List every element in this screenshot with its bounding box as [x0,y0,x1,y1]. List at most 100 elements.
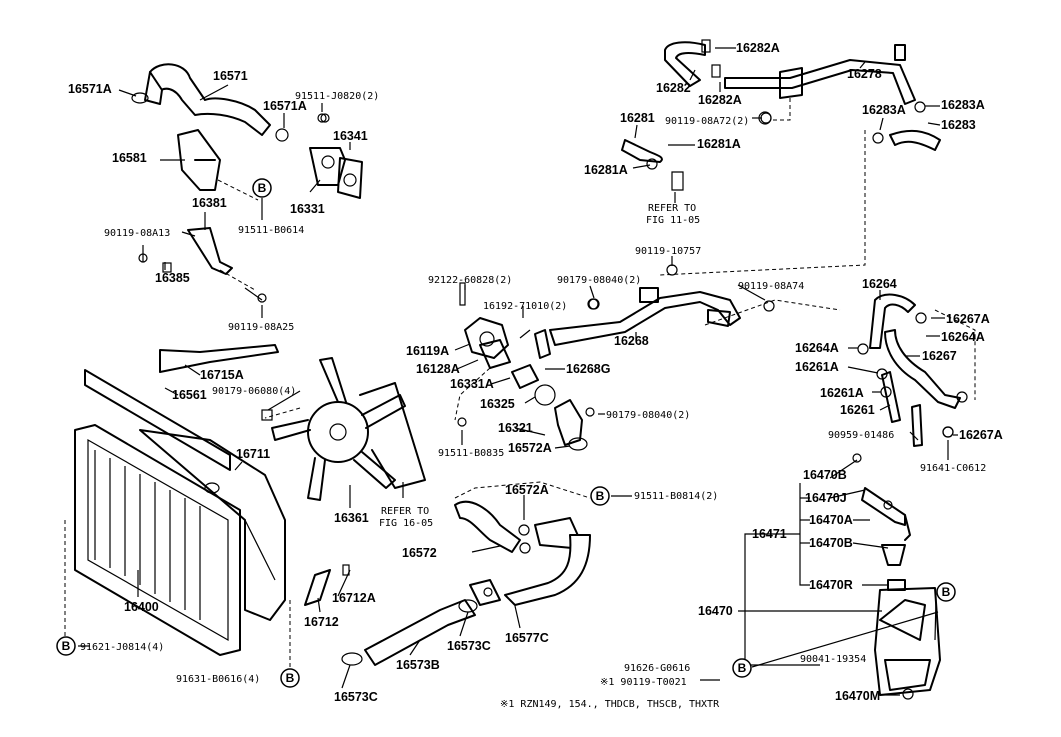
label-16572: 16572 [402,546,437,560]
label-90119-10757: 90119-10757 [635,246,701,257]
label-16267A-b: 16267A [959,428,1003,442]
label-16119A: 16119A [406,344,449,358]
ref-marker-b-2: B [590,486,610,506]
label-90041-19354: 90041-19354 [800,654,866,665]
label-16572A: 16572A [508,441,552,455]
label-16341: 16341 [333,129,368,143]
fan-16361 [261,357,426,501]
label-16712: 16712 [304,615,339,629]
label-90959-01486: 90959-01486 [828,430,894,441]
label-16470A: 16470A [809,513,853,527]
label-16385: 16385 [155,271,190,285]
label-16470M: 16470M [835,689,880,703]
label-16283: 16283 [941,118,976,132]
part-labels: 16571A 16571 91511-J0820(2) 16571A 16341… [68,41,1003,710]
hose-16264-group [857,293,976,447]
label-16581: 16581 [112,151,147,165]
svg-text:B: B [62,639,71,653]
label-refer-to-b: REFER TO [381,506,429,517]
label-16267: 16267 [922,349,957,363]
bracket-16381 [138,179,267,303]
label-fig-16-05: FIG 16-05 [379,518,433,529]
label-16331: 16331 [290,202,325,216]
label-91511-B0614: 91511-B0614 [238,225,304,236]
svg-text:B: B [738,661,747,675]
svg-text:B: B [596,489,605,503]
label-16281: 16281 [620,111,655,125]
label-16321: 16321 [498,421,533,435]
label-90119-08A13: 90119-08A13 [104,228,170,239]
ref-marker-b-6: B [732,658,752,678]
svg-text:B: B [942,585,951,599]
label-90119-08A25: 90119-08A25 [228,322,294,333]
label-16573B: 16573B [396,658,440,672]
label-16128A: 16128A [416,362,460,376]
svg-text:B: B [286,671,295,685]
label-refer-to-a: REFER TO [648,203,696,214]
label-91641-C0612: 91641-C0612 [920,463,986,474]
label-16577C: 16577C [505,631,549,645]
footnote: ※1 RZN149, 154., THDCB, THSCB, THXTR [500,699,720,710]
label-91631-B0616: 91631-B0616(4) [176,674,260,685]
label-90179-08040-a: 90179-08040(2) [557,275,641,286]
label-16470B-b: 16470B [809,536,853,550]
label-16281A-b: 16281A [584,163,628,177]
label-16268G: 16268G [566,362,610,376]
label-16470B: 16470B [803,468,847,482]
hose-16571-assembly [131,63,363,199]
label-92122-60828: 92122-60828(2) [428,275,512,286]
ref-marker-b-1: B [252,178,272,198]
label-16325: 16325 [480,397,515,411]
leader-lines [78,47,958,696]
label-16264A: 16264A [941,330,985,344]
label-16712A: 16712A [332,591,376,605]
label-16264: 16264 [862,277,897,291]
label-16261: 16261 [840,403,875,417]
label-16400: 16400 [124,600,159,614]
label-16283A-b: 16283A [941,98,985,112]
label-fig-11-05: FIG 11-05 [646,215,700,226]
label-16361: 16361 [334,511,369,525]
label-16471: 16471 [752,527,787,541]
outlet-and-pipe-16268 [454,282,841,451]
label-16264A-b: 16264A [795,341,839,355]
bracket-16581 [177,129,221,191]
reservoir-16470 [852,453,941,700]
label-16282A: 16282A [736,41,780,55]
label-16283A: 16283A [862,103,906,117]
label-91511-J0820: 91511-J0820(2) [295,91,379,102]
label-16381: 16381 [192,196,227,210]
lower-hoses [341,481,591,666]
label-16268: 16268 [614,334,649,348]
label-16282: 16282 [656,81,691,95]
ref-marker-b-4: B [56,636,76,656]
label-90179-06080: 90179-06080(4) [212,386,296,397]
label-16470: 16470 [698,604,733,618]
label-16572A-b: 16572A [505,483,549,497]
label-16470J: 16470J [805,491,847,505]
label-90119-08A72: 90119-08A72(2) [665,116,749,127]
radiator-16400 [64,344,350,668]
label-90179-08040-b: 90179-08040(2) [606,410,690,421]
label-16192-71010: 16192-71010(2) [483,301,567,312]
svg-text:B: B [258,181,267,195]
label-16573C-b: 16573C [334,690,378,704]
label-16711: 16711 [236,447,270,461]
label-16715A: 16715A [200,368,244,382]
ref-marker-b-3: B [936,582,956,602]
label-16571A: 16571A [68,82,112,96]
label-16261A-b: 16261A [820,386,864,400]
label-16561: 16561 [172,388,207,402]
bolt-markers [317,112,954,438]
label-16281A: 16281A [697,137,741,151]
label-16571A-b: 16571A [263,99,307,113]
label-91626-G0616: 91626-G0616 [624,663,690,674]
label-16573C: 16573C [447,639,491,653]
label-90119-08A74: 90119-08A74 [738,281,804,292]
ref-marker-b-5: B [280,668,300,688]
label-16278: 16278 [847,67,882,81]
label-16267A: 16267A [946,312,990,326]
label-91511-B0814: 91511-B0814(2) [634,491,718,502]
